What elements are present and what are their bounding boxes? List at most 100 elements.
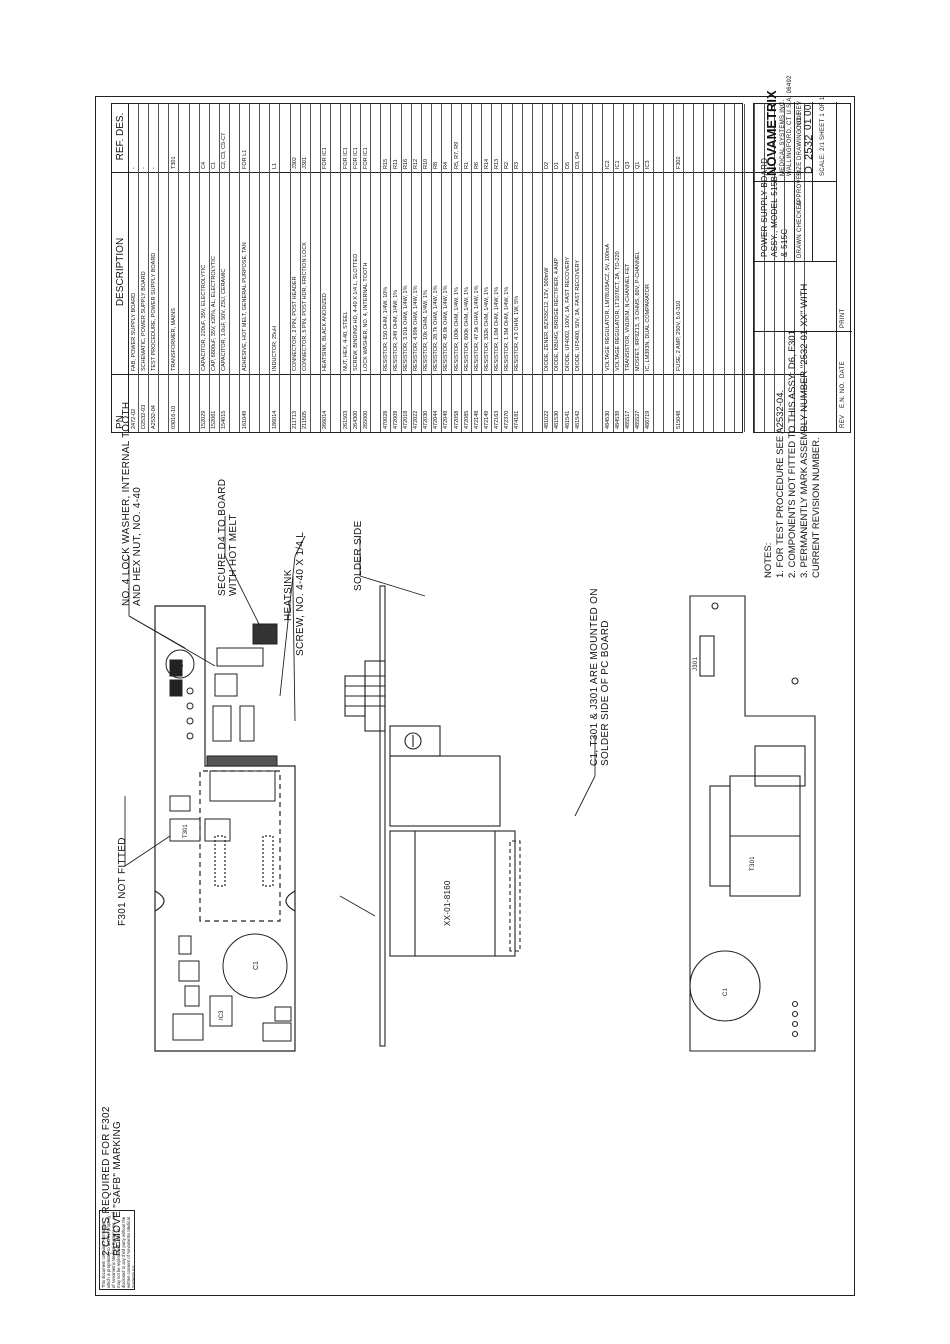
part-description — [714, 172, 724, 374]
parts-row — [179, 104, 190, 432]
mounted-note-2: SOLDER SIDE OF PC BOARD — [600, 620, 611, 766]
part-description: CONNECTOR, 2 PIN, POST HEADER — [290, 172, 300, 374]
scale-label: SCALE: 2/1 — [820, 141, 826, 176]
ref-designator: R12 — [413, 158, 420, 169]
ref-designator: D3, D4 — [574, 151, 581, 169]
part-number: 481530 — [552, 374, 563, 432]
part-number — [371, 374, 381, 432]
ref-designator: J301 — [302, 157, 309, 169]
solder-side-label: SOLDER SIDE — [353, 520, 364, 591]
parts-row — [734, 104, 745, 432]
clips-note: 2 CLIPS REQUIRED FOR F302 — [101, 1106, 112, 1256]
part-number: 486719 — [643, 374, 653, 432]
part-description — [179, 172, 189, 374]
parts-row — [189, 104, 200, 432]
ref-designator: FOR L1 — [241, 149, 248, 169]
ref-designator: R8 — [433, 161, 440, 169]
parts-row — [532, 104, 543, 432]
ref-designator: C4 — [201, 161, 208, 169]
ref-designator: C1 — [211, 161, 218, 169]
drawing-canvas: This document contains information which… — [95, 75, 855, 1296]
parts-row — [704, 104, 715, 432]
ref-des-header: REF. DES. — [114, 112, 126, 161]
part-description — [653, 172, 663, 374]
ref-designator: F302 — [675, 156, 682, 169]
part-number: 211713 — [290, 374, 300, 432]
part-description: TRANSFORMER, MAINS — [169, 172, 179, 374]
ref-designator: FOR IC1 — [352, 147, 359, 169]
description-header: DESCRIPTION — [112, 172, 128, 374]
part-number: 472018 — [401, 374, 411, 432]
ref-designator — [735, 104, 744, 172]
ref-designator: FOR IC1 — [342, 147, 349, 169]
svg-text:T301: T301 — [183, 824, 189, 838]
part-description: RESISTOR, 249 OHM, 1/4W, 1% — [391, 172, 401, 374]
part-number: 481541 — [563, 374, 573, 432]
part-number — [250, 374, 260, 432]
clips-note-2: REMOVE "SAFB" MARKING — [112, 1120, 123, 1256]
part-description: RESISTOR, 332k OHM, 1/4W, 1% — [482, 172, 492, 374]
ref-designator — [230, 104, 239, 172]
part-description — [250, 172, 260, 374]
ref-designator: IC3 — [645, 160, 652, 169]
part-description: IC, LM393N, DUAL COMPARATOR — [643, 172, 653, 374]
ref-designator: D5 — [564, 161, 571, 169]
svg-text:IC3: IC3 — [219, 1010, 225, 1020]
components: C1 C4 IC3 — [165, 623, 292, 1042]
part-description: CAPACITOR, 1.0uF, 50V, Z5U, CERAMIC — [219, 172, 229, 374]
part-description: FUSE, 2 AMP, 250V, 5.0-310 — [674, 172, 684, 374]
title-block: REV E.N. NO. DATE PRINT POWER SUPPLY BOA… — [753, 75, 852, 433]
part-number: 2472-02 — [129, 374, 139, 432]
title-line-3: & 515C — [780, 228, 789, 257]
part-description: RESISTOR, 47.5k OHM, 1/4W, 1% — [472, 172, 482, 374]
part-number: 472149 — [482, 374, 492, 432]
ref-designator: R3 — [514, 161, 521, 169]
ref-designator — [159, 104, 168, 172]
part-number — [684, 374, 694, 432]
ref-designator — [179, 104, 188, 172]
sheet-label: SHEET 1 OF 1 — [820, 96, 826, 140]
ref-designator — [523, 104, 532, 172]
parts-row — [694, 104, 705, 432]
ref-designator: J302 — [292, 157, 299, 169]
part-description: RESISTOR, 10k OHM, 1/4W, 1% — [421, 172, 431, 374]
ref-designator: IC1 — [615, 160, 622, 169]
mounted-note: C1, T301 & J301 ARE MOUNTED ON — [589, 588, 600, 766]
part-number: 472163 — [492, 374, 502, 432]
company-city: WALLINGFORD, CT U.S.A. 06492 — [787, 75, 793, 176]
part-number: 472009 — [391, 374, 401, 432]
ref-designator — [371, 104, 380, 172]
ref-designator: R16 — [403, 158, 410, 169]
part-description — [159, 172, 169, 374]
ref-designator: R4 — [443, 161, 450, 169]
parts-row — [280, 104, 291, 432]
ref-designator: R1 — [463, 161, 470, 169]
company-sub: MEDICAL SYSTEMS INC. — [780, 99, 786, 176]
parts-row — [229, 104, 241, 432]
heatsink-label: HEATSINK — [283, 569, 294, 621]
part-number: 265000 — [361, 374, 371, 432]
part-number: 474181 — [512, 374, 522, 432]
c1-label: C1 — [723, 987, 729, 996]
part-description: MOSFET, IRF9Z13, .5 OHMS, 60V, P-CHANNEL — [633, 172, 643, 374]
secure-note: SECURE D4 TO BOARD — [217, 478, 228, 596]
ref-designator — [593, 104, 602, 172]
ref-designator: R14 — [483, 158, 490, 169]
ref-designator — [280, 104, 289, 172]
part-description: HEATSINK, BLACK ANODIZED — [320, 172, 330, 374]
part-description — [310, 172, 320, 374]
secure-note-2: WITH HOT MELT — [228, 514, 239, 596]
